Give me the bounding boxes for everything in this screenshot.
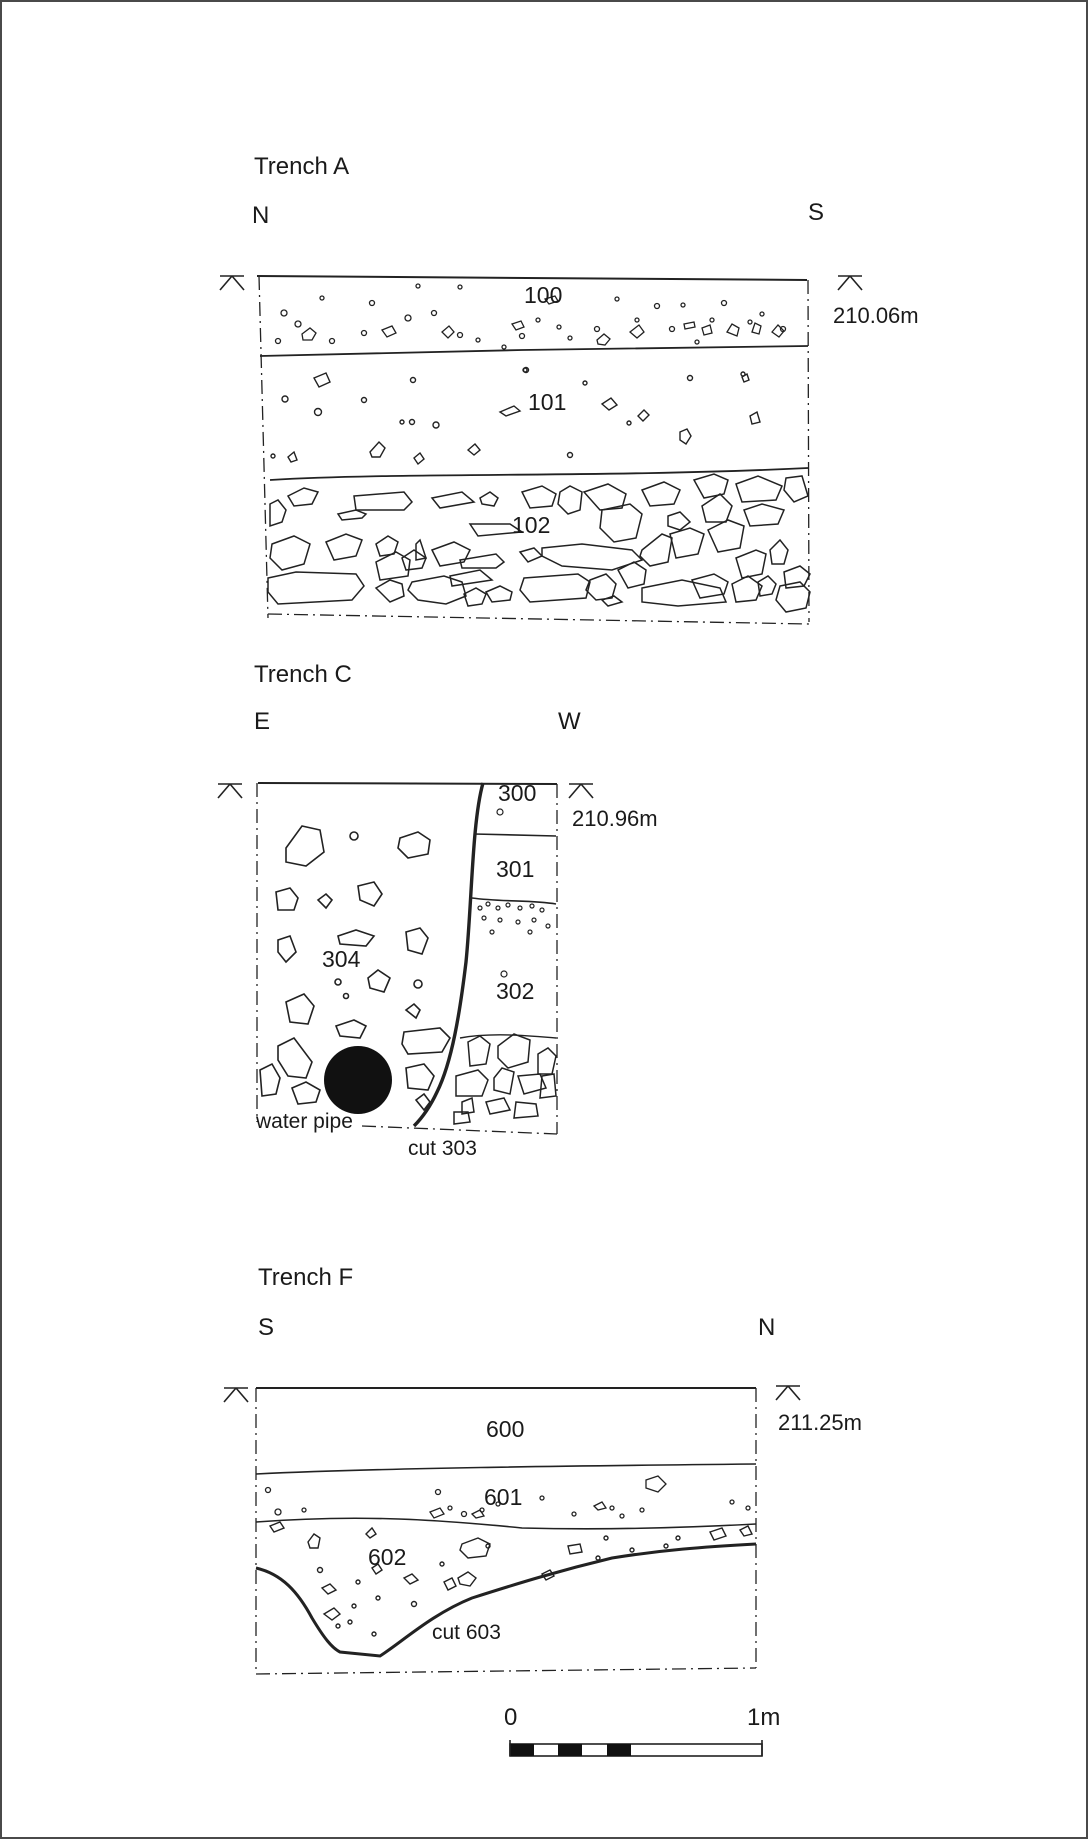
section-edge-right: [807, 279, 810, 623]
layer-102-stones: [267, 473, 811, 613]
trench-a-title: Trench A: [254, 153, 350, 180]
trench-f-title: Trench F: [258, 1264, 354, 1291]
boundary-302-lower: [459, 1034, 557, 1039]
section-edge-left: [258, 275, 269, 619]
scale-bar-outline: [509, 1743, 763, 1757]
trench-f-direction-left: S: [258, 1314, 275, 1341]
boundary-301-302: [471, 897, 557, 905]
layer-302-stones: [453, 1033, 557, 1125]
trench-f-section: [223, 1385, 801, 1675]
context-label-602: 602: [368, 1544, 407, 1570]
cut-603-line: [255, 1542, 757, 1658]
scale-bar-segment: [607, 1744, 631, 1756]
trench-c-datum-level: 210.96m: [572, 806, 658, 831]
trench-a-datum-level: 210.06m: [833, 303, 919, 328]
datum-symbol-left: [219, 275, 245, 291]
layer-601-pebbles: [264, 1475, 751, 1519]
datum-symbol-right: [568, 783, 594, 799]
trench-c-section: [217, 782, 594, 1135]
trench-c-direction-left: E: [254, 708, 271, 735]
context-label-302: 302: [496, 978, 535, 1004]
layer-602-stones: [268, 1521, 754, 1637]
datum-symbol-right: [775, 1385, 801, 1401]
boundary-100-101: [259, 345, 809, 357]
trench-c-direction-right: W: [558, 708, 581, 735]
cut-603-label: cut 603: [432, 1621, 501, 1644]
trench-a-direction-right: S: [808, 199, 825, 226]
context-label-301: 301: [496, 856, 535, 882]
trench-c-title: Trench C: [254, 661, 352, 688]
context-label-601: 601: [484, 1484, 523, 1510]
datum-symbol-left: [217, 783, 243, 799]
trench-f-direction-right: N: [758, 1314, 776, 1341]
water-pipe-circle: [324, 1046, 392, 1114]
scale-bar-end-label: 1m: [747, 1704, 781, 1731]
context-label-102: 102: [512, 512, 551, 538]
boundary-300-301: [473, 833, 557, 837]
trench-a-section: [219, 275, 863, 625]
section-base-line: [255, 1667, 757, 1675]
cut-303-label: cut 303: [408, 1137, 477, 1160]
datum-symbol-right: [837, 275, 863, 291]
water-pipe-label: water pipe: [256, 1110, 353, 1133]
scale-bar: [509, 1740, 763, 1757]
section-base-line: [267, 613, 810, 625]
cut-303-line: [412, 782, 485, 1128]
context-label-304: 304: [322, 946, 361, 972]
scale-bar-segment: [558, 1744, 582, 1756]
boundary-601-602: [255, 1517, 757, 1530]
ground-surface-line: [257, 782, 558, 785]
section-base-line: [361, 1125, 558, 1135]
layer-101-stones: [270, 366, 761, 466]
ground-surface-line: [256, 275, 808, 281]
datum-symbol-left: [223, 1387, 249, 1403]
context-label-600: 600: [486, 1416, 525, 1442]
context-label-101: 101: [528, 389, 567, 415]
context-label-100: 100: [524, 282, 563, 308]
layer-302-pebbles: [477, 808, 551, 978]
boundary-101-102: [269, 467, 809, 481]
trench-f-datum-level: 211.25m: [778, 1410, 862, 1435]
boundary-600-601: [255, 1463, 757, 1475]
scale-bar-start-label: 0: [504, 1704, 518, 1731]
trench-a-direction-left: N: [252, 202, 270, 229]
scale-bar-segment: [510, 1744, 534, 1756]
layer-100-pebbles: [274, 283, 787, 350]
context-label-300: 300: [498, 780, 537, 806]
